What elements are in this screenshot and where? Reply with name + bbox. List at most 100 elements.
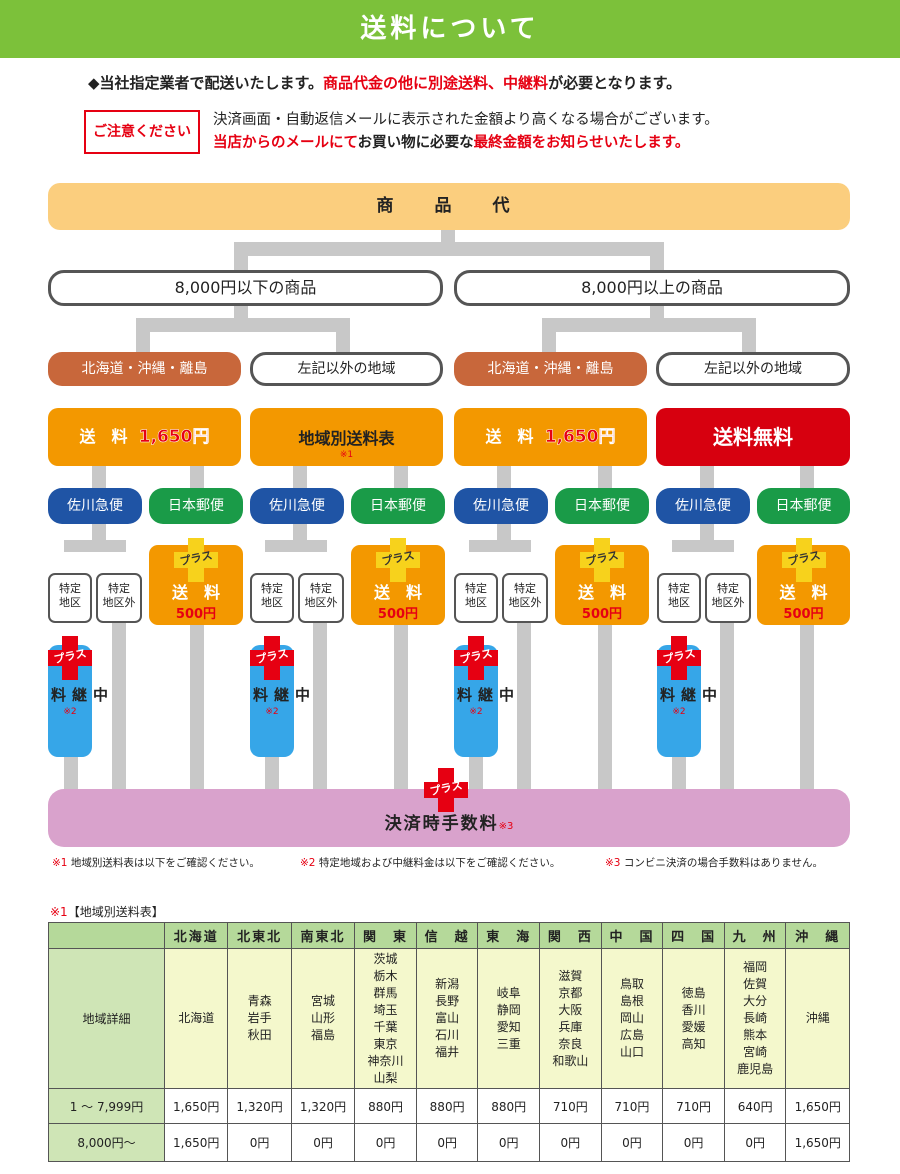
free-shipping-box: 送料無料 <box>656 408 850 466</box>
shipping-label: 送 料 <box>485 427 534 446</box>
table-cell: 0円 <box>662 1123 725 1162</box>
table-cell: 滋賀 京都 大阪 兵庫 奈良 和歌山 <box>539 948 602 1089</box>
page-title: 送料について <box>0 0 900 58</box>
table-cell: 710円 <box>539 1088 602 1124</box>
caution-mid: お買い物に必要な <box>357 135 474 151</box>
shipping-fee-value: 1,650円 <box>544 427 616 448</box>
table-cell: 岐阜 静岡 愛知 三重 <box>477 948 541 1089</box>
table-cell: 710円 <box>600 1088 664 1124</box>
table-cell: 880円 <box>354 1088 417 1124</box>
table-header: 関 東 <box>354 922 417 949</box>
product-price-bar: 商 品 代 <box>48 183 850 230</box>
carrier-post-3: 日本郵便 <box>555 488 649 524</box>
intro-prefix: ◆当社指定業者で配送いたします。 <box>88 74 324 92</box>
table-cell: 0円 <box>290 1123 356 1162</box>
table-row: 8,000円～ 1,650円 0円 0円 0円 0円 0円 0円 0円 0円 0… <box>48 1123 850 1162</box>
plus-icon: プラス <box>376 538 420 582</box>
region-other-under: 左記以外の地域 <box>250 352 443 386</box>
carrier-post-2: 日本郵便 <box>351 488 445 524</box>
table-header: 四 国 <box>662 922 725 949</box>
table-cell: 0円 <box>477 1123 541 1162</box>
regional-shipping-table: 北海道 北東北 南東北 関 東 信 越 東 海 関 西 中 国 四 国 九 州 … <box>48 922 850 1162</box>
caution-line-2: 当店からのメールにてお買い物に必要な最終金額をお知らせいたします。 <box>213 131 689 152</box>
table-detail-row: 地域詳細 北海道 青森 岩手 秋田 宮城 山形 福島 茨城 栃木 群馬 埼玉 千… <box>48 948 850 1089</box>
table-cell: 茨城 栃木 群馬 埼玉 千葉 東京 神奈川 山梨 <box>354 948 417 1089</box>
plus-icon: プラス <box>174 538 218 582</box>
shipping-fee-remote-under: 送 料 1,650円 <box>48 408 241 466</box>
row-label: 1 ～ 7,999円 <box>48 1088 165 1124</box>
table-cell: 640円 <box>723 1088 787 1124</box>
plus-icon: プラス <box>782 538 826 582</box>
table-header: 中 国 <box>600 922 664 949</box>
table-cell: 880円 <box>477 1088 541 1124</box>
table-header: 関 西 <box>539 922 602 949</box>
table-cell: 710円 <box>662 1088 725 1124</box>
over-8000-box: 8,000円以上の商品 <box>454 270 850 306</box>
carrier-sagawa-2: 佐川急便 <box>250 488 344 524</box>
table-cell: 福岡 佐賀 大分 長崎 熊本 宮崎 鹿児島 <box>723 948 787 1089</box>
outside-area-3: 特定地区外 <box>502 573 548 623</box>
under-8000-box: 8,000円以下の商品 <box>48 270 443 306</box>
special-area-2: 特定地区 <box>250 573 294 623</box>
plus-icon: プラス <box>424 768 468 812</box>
settlement-fee-label: 決済時手数料 <box>384 814 499 834</box>
caution-line-1: 決済画面・自動返信メールに表示された金額より高くなる場合がございます。 <box>213 112 719 128</box>
carrier-sagawa-1: 佐川急便 <box>48 488 142 524</box>
footnote-1: ※1 地域別送料表は以下をご確認ください。 <box>52 857 260 869</box>
post-shipping-box-2: 送 料 500円 <box>351 545 445 625</box>
carrier-sagawa-3: 佐川急便 <box>454 488 548 524</box>
table-cell: 880円 <box>415 1088 479 1124</box>
table-cell: 沖縄 <box>785 948 850 1089</box>
table-cell: 徳島 香川 愛媛 高知 <box>662 948 725 1089</box>
shipping-fee-value: 1,650円 <box>138 427 210 448</box>
table-header: 東 海 <box>477 922 541 949</box>
row-label: 8,000円～ <box>48 1123 165 1162</box>
special-area-3: 特定地区 <box>454 573 498 623</box>
table-corner <box>48 922 165 949</box>
special-area-1: 特定地区 <box>48 573 92 623</box>
special-area-4: 特定地区 <box>657 573 701 623</box>
region-remote-over: 北海道・沖縄・離島 <box>454 352 647 386</box>
shipping-fee-remote-over: 送 料 1,650円 <box>454 408 647 466</box>
intro-text: ◆当社指定業者で配送いたします。商品代金の他に別途送料、中継料が必要となります。 <box>88 72 681 93</box>
table-cell: 1,650円 <box>163 1123 229 1162</box>
plus-icon: プラス <box>454 636 498 680</box>
shipping-label: 送 料 <box>79 427 128 446</box>
outside-area-4: 特定地区外 <box>705 573 751 623</box>
table-cell: 0円 <box>539 1123 602 1162</box>
table-cell: 鳥取 島根 岡山 広島 山口 <box>600 948 664 1089</box>
table-cell: 北海道 <box>163 948 229 1089</box>
table-header-row: 北海道 北東北 南東北 関 東 信 越 東 海 関 西 中 国 四 国 九 州 … <box>48 922 850 949</box>
intro-highlight: 商品代金の他に別途送料、中継料 <box>323 74 549 92</box>
carrier-post-1: 日本郵便 <box>149 488 243 524</box>
table-row: 1 ～ 7,999円 1,650円 1,320円 1,320円 880円 880… <box>48 1088 850 1124</box>
table-cell: 宮城 山形 福島 <box>290 948 356 1089</box>
region-remote-under: 北海道・沖縄・離島 <box>48 352 241 386</box>
footnote-3: ※3 コンビニ決済の場合手数料はありません。 <box>605 857 824 869</box>
table-cell: 1,650円 <box>785 1123 850 1162</box>
intro-suffix: が必要となります。 <box>548 74 682 92</box>
outside-area-2: 特定地区外 <box>298 573 344 623</box>
row-label: 地域詳細 <box>48 948 165 1089</box>
table-cell: 0円 <box>415 1123 479 1162</box>
table-cell: 1,320円 <box>227 1088 292 1124</box>
table-header: 信 越 <box>415 922 479 949</box>
table-cell: 新潟 長野 富山 石川 福井 <box>415 948 479 1089</box>
plus-icon: プラス <box>580 538 624 582</box>
table-header: 南東北 <box>290 922 356 949</box>
table-cell: 青森 岩手 秋田 <box>227 948 292 1089</box>
post-shipping-box-3: 送 料 500円 <box>555 545 649 625</box>
caution-red-1: 当店からのメールにて <box>213 135 358 151</box>
caution-red-2: 最終金額をお知らせいたします。 <box>473 135 690 151</box>
plus-icon: プラス <box>250 636 294 680</box>
table-cell: 0円 <box>227 1123 292 1162</box>
region-other-over: 左記以外の地域 <box>656 352 850 386</box>
table-cell: 0円 <box>354 1123 417 1162</box>
regional-table-label: 地域別送料表 <box>298 429 395 448</box>
table-header: 北海道 <box>163 922 229 949</box>
table-header: 沖 縄 <box>785 922 850 949</box>
table-cell: 0円 <box>600 1123 664 1162</box>
carrier-sagawa-4: 佐川急便 <box>656 488 750 524</box>
carrier-post-4: 日本郵便 <box>757 488 850 524</box>
regional-table-box: 地域別送料表 ※1 <box>250 408 443 466</box>
